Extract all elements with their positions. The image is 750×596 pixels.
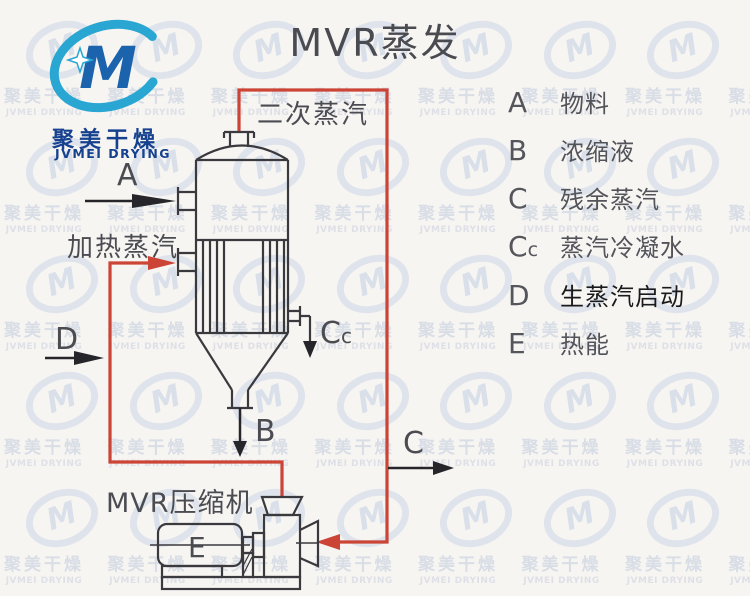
legend-row-b: B 浓缩液 <box>508 132 635 167</box>
label-stream-cc: Cc <box>320 316 352 351</box>
legend-row-e: E 热能 <box>508 325 610 360</box>
legend-key: E <box>508 327 526 360</box>
company-logo: M 聚美干燥 JVMEI DRYING <box>36 18 186 161</box>
legend-key: C <box>508 182 528 215</box>
label-stream-b: B <box>255 414 276 449</box>
legend-row-c: C 残余蒸汽 <box>508 180 660 215</box>
legend-label: 热能 <box>560 331 610 359</box>
stream-arrows <box>45 199 434 470</box>
evaporator-vessel <box>176 130 312 410</box>
legend-key: Cc <box>508 230 539 263</box>
label-stream-d: D <box>55 322 79 357</box>
pipe-arrow-heating-steam <box>148 256 176 270</box>
mvr-compressor <box>150 495 320 591</box>
legend-label: 浓缩液 <box>560 138 635 166</box>
legend-label: 蒸汽冷凝水 <box>560 234 685 262</box>
logo-name-en: JVMEI DRYING <box>55 146 172 161</box>
legend-row-d: D 生蒸汽启动 <box>508 277 685 312</box>
label-secondary-steam: 二次蒸汽 <box>257 100 370 130</box>
label-stream-cc-sub: c <box>340 324 352 348</box>
logo-star-icon <box>65 45 95 75</box>
label-mvr-compressor: MVR压缩机 <box>106 488 254 519</box>
label-stream-cc-main: C <box>320 316 341 351</box>
pipe-arrow-into-compressor <box>316 534 340 550</box>
legend-key: D <box>508 279 530 312</box>
label-stream-c: C <box>403 426 424 461</box>
pipe-compressed-steam <box>108 261 284 498</box>
label-stream-e: E <box>188 531 206 564</box>
legend-label: 物料 <box>560 90 610 118</box>
label-heating-steam: 加热蒸汽 <box>67 233 180 263</box>
legend-row-cc: Cc 蒸汽冷凝水 <box>508 228 685 263</box>
label-stream-a: A <box>117 158 138 193</box>
legend-key: B <box>508 134 528 167</box>
legend-row-a: A 物料 <box>508 84 610 119</box>
legend-label: 生蒸汽启动 <box>560 283 685 311</box>
svg-text:M: M <box>79 34 137 102</box>
page-title: MVR蒸发 <box>289 21 461 65</box>
logo-name-cn: 聚美干燥 <box>52 128 161 153</box>
logo-swoosh-icon: M <box>49 19 167 113</box>
legend-label: 残余蒸汽 <box>560 186 660 214</box>
stream-arrowheads <box>74 194 454 475</box>
legend-key: A <box>508 86 528 119</box>
pipe-secondary-steam <box>237 88 389 544</box>
